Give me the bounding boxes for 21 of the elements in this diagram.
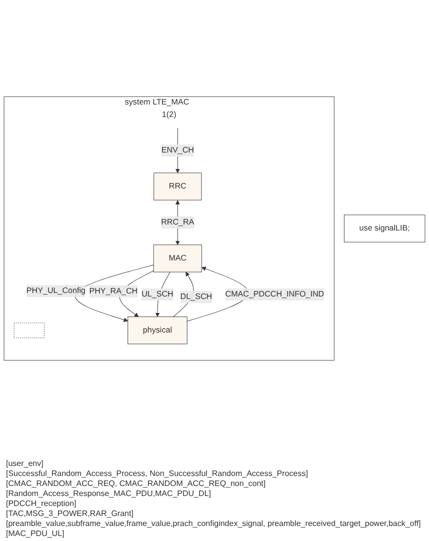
node-box: physical	[128, 316, 188, 344]
node-box: RRC	[154, 172, 202, 200]
edge-label: PHY_RA_CH	[89, 286, 138, 296]
edge-label: CMAC_PDCCH_INFO_IND	[225, 290, 324, 298]
signal-list: [preamble_value,subframe_value,frame_value,prach_configindex_signal, preamble_received_target_power,back_off]	[6, 519, 423, 529]
edge-label: DL_SCH	[180, 292, 212, 302]
signal-list: [Random_Access_Response_MAC_PDU,MAC_PDU_DL]	[6, 489, 423, 499]
signal-list: [Successful_Random_Access_Process, Non_Successful_Random_Access_Process]	[6, 469, 423, 479]
edge-label: PHY_UL_Config	[26, 286, 86, 296]
signal-list: [PDCCH_reception]	[6, 499, 423, 509]
signal-list: [CMAC_RANDOM_ACC_REQ, CMAC_RANDOM_ACC_REQ_non_cont]	[6, 479, 423, 489]
node-box: use signalLIB;	[344, 214, 426, 242]
node-box: MAC	[153, 244, 202, 272]
signal-list: [MAC_PDU_UL]	[6, 529, 423, 539]
edge-label: UL_SCH	[142, 290, 174, 298]
node-box	[14, 322, 45, 338]
edge-label: ENV_CH	[161, 146, 194, 155]
arrow	[186, 266, 249, 322]
signal-list: [TAC,MSG_3_POWER,RAR_Grant]	[6, 509, 423, 519]
signal-list: [user_env]	[6, 459, 423, 469]
edge-label: RRC_RA	[161, 218, 194, 226]
